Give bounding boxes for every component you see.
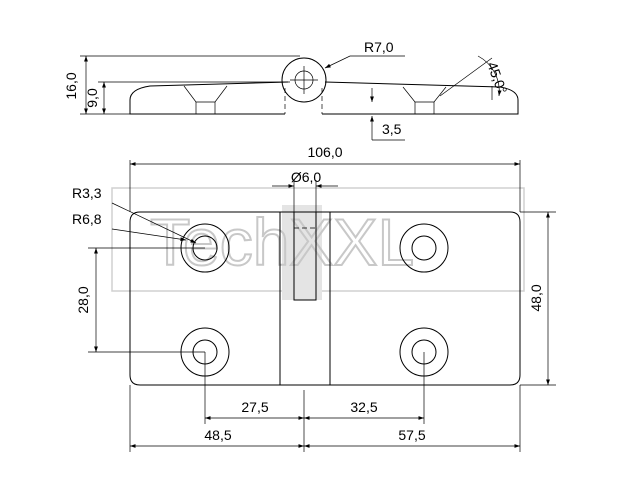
dim-pin-diameter: Ø6,0 [291,169,322,185]
dim-hole-left-to-axis: 27,5 [241,399,268,415]
dim-right-leaf-length: 57,5 [398,427,425,443]
knuckle-circle [281,57,327,103]
dim-top-height-leaf: 9,0 [84,88,100,108]
dim-top-height-total: 16,0 [63,72,79,99]
dim-boss-radius: R6,8 [72,211,102,227]
watermark-text: TechXXL [150,205,414,279]
dim-overall-length: 106,0 [307,144,342,160]
dim-knuckle-radius: R7,0 [364,39,394,55]
dim-hole-right-to-axis: 32,5 [350,399,377,415]
dim-countersink-angle: 45,0° [484,60,510,96]
side-view [129,57,519,115]
hole-top-right [399,223,449,273]
dim-hole-radius: R3,3 [72,185,102,201]
watermark: TechXXL [111,187,525,300]
dim-left-leaf-length: 48,5 [204,427,231,443]
dim-overall-height: 48,0 [528,284,544,311]
dim-hole-vertical-spacing: 28,0 [75,286,91,313]
dim-leaf-offset: 3,5 [382,121,402,137]
